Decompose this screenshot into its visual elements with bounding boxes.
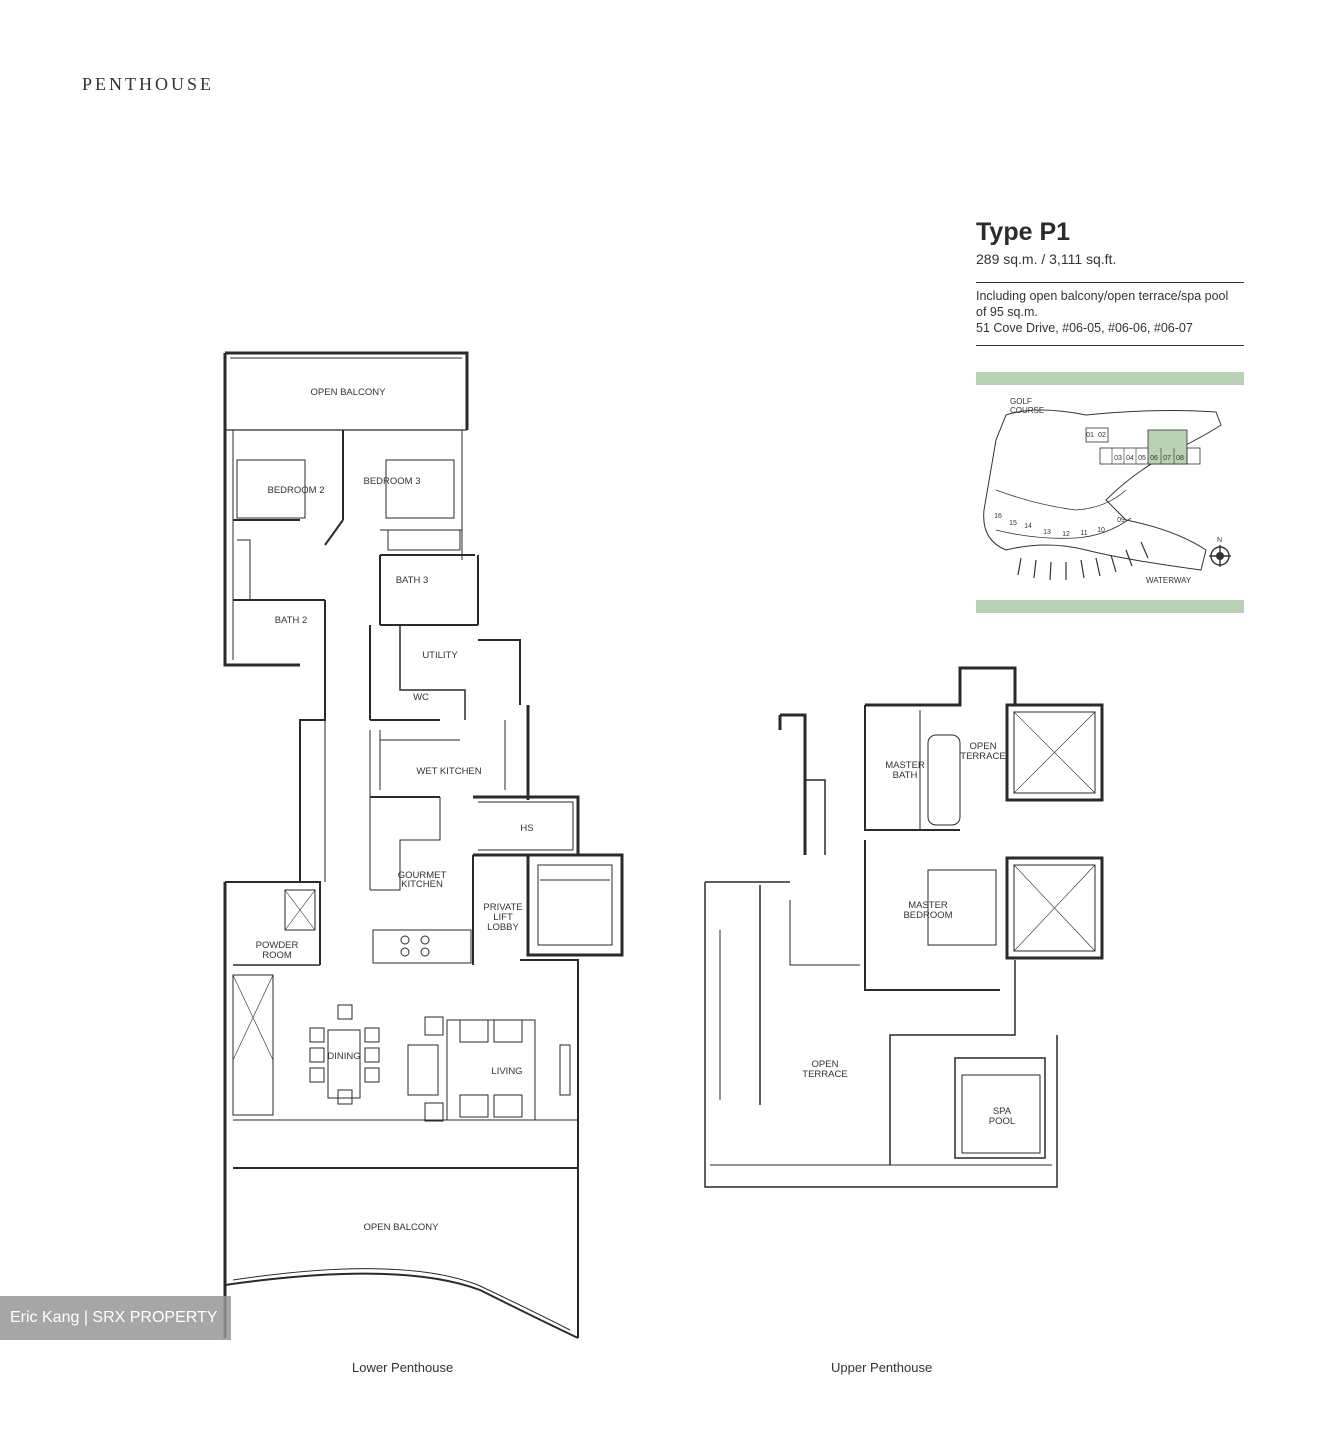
keyplan-unit-11: 11 <box>1080 530 1087 537</box>
label-bath-2: BATH 2 <box>275 615 308 626</box>
label-gourmet-1: GOURMET <box>398 870 447 881</box>
keyplan-unit-13: 13 <box>1043 529 1051 536</box>
keyplan-unit-08: 08 <box>1176 455 1184 462</box>
keyplan-unit-06: 06 <box>1150 455 1158 462</box>
lower-penthouse-caption: Lower Penthouse <box>352 1360 454 1375</box>
label-private-1: PRIVATE <box>483 902 522 913</box>
keyplan-unit-15: 15 <box>1009 520 1017 527</box>
label-open-terrace-small-2: TERRACE <box>960 751 1005 762</box>
label-wc: WC <box>413 692 429 703</box>
keyplan-unit-10: 10 <box>1097 527 1105 534</box>
label-dining: DINING <box>327 1051 360 1062</box>
label-bedroom-3: BEDROOM 3 <box>363 476 420 487</box>
svg-text:N: N <box>1217 537 1222 544</box>
label-living: LIVING <box>491 1066 522 1077</box>
label-master-bath-1: MASTER <box>885 760 925 771</box>
label-bath-3: BATH 3 <box>396 575 429 586</box>
description-line-2: of 95 sq.m. <box>976 305 1038 319</box>
label-open-balcony-bottom: OPEN BALCONY <box>364 1222 440 1233</box>
label-utility: UTILITY <box>422 650 458 661</box>
keyplan-unit-14: 14 <box>1024 523 1032 530</box>
divider-bottom <box>976 345 1244 346</box>
top-unit-labels: 01 02 03 04 05 06 07 08 <box>1086 432 1184 462</box>
label-powder-1: POWDER <box>256 940 299 951</box>
unit-area: 289 sq.m. / 3,111 sq.ft. <box>976 251 1117 267</box>
keyplan-unit-02: 02 <box>1098 432 1106 439</box>
keyplan-bottom-bar <box>976 600 1244 613</box>
divider-top <box>976 282 1244 283</box>
label-wet-kitchen: WET KITCHEN <box>416 766 481 777</box>
keyplan-unit-09: 09 <box>1117 517 1125 524</box>
label-master-bedroom-2: BEDROOM <box>903 910 952 921</box>
label-spa-1: SPA <box>993 1106 1012 1117</box>
label-master-bath-2: BATH <box>893 770 918 781</box>
label-spa-2: POOL <box>989 1116 1015 1127</box>
top-block <box>1085 427 1201 465</box>
waterway-label: WATERWAY <box>1146 576 1192 585</box>
label-open-terrace-small-1: OPEN <box>970 741 997 752</box>
lower-penthouse-plan <box>223 351 624 1339</box>
label-gourmet-2: KITCHEN <box>401 879 443 890</box>
upper-penthouse-caption: Upper Penthouse <box>831 1360 933 1375</box>
label-open-balcony-top: OPEN BALCONY <box>311 387 387 398</box>
label-private-2: LIFT <box>493 912 513 923</box>
golf-label-2: COURSE <box>1010 406 1044 415</box>
upper-penthouse-plan <box>704 666 1104 1188</box>
description-line-1: Including open balcony/open terrace/spa … <box>976 289 1229 303</box>
label-hs: HS <box>520 823 533 834</box>
label-private-3: LOBBY <box>487 922 519 933</box>
unit-type-title: Type P1 <box>976 218 1071 246</box>
label-bedroom-2: BEDROOM 2 <box>267 485 324 496</box>
keyplan-unit-01: 01 <box>1086 432 1094 439</box>
highlighted-units <box>1147 429 1188 465</box>
keyplan-unit-12: 12 <box>1062 531 1070 538</box>
bottom-unit-labels: 09 10 11 12 13 14 15 16 <box>994 513 1125 538</box>
label-open-terrace-1: OPEN <box>812 1059 839 1070</box>
unit-address: 51 Cove Drive, #06-05, #06-06, #06-07 <box>976 321 1193 335</box>
page-title: PENTHOUSE <box>82 74 215 94</box>
label-master-bedroom-1: MASTER <box>908 900 948 911</box>
keyplan-unit-04: 04 <box>1126 455 1134 462</box>
watermark: Eric Kang | SRX PROPERTY <box>0 1296 231 1340</box>
label-powder-2: ROOM <box>262 950 292 961</box>
keyplan-unit-16: 16 <box>994 513 1002 520</box>
north-compass-icon: N <box>1209 537 1231 567</box>
keyplan-unit-07: 07 <box>1163 455 1171 462</box>
unit-description: Including open balcony/open terrace/spa … <box>976 288 1228 336</box>
golf-label-1: GOLF <box>1010 397 1032 406</box>
keyplan-unit-05: 05 <box>1138 455 1146 462</box>
key-plan: GOLF COURSE 01 02 03 04 05 06 07 08 09 10 11 12 13 1… <box>983 397 1231 585</box>
label-open-terrace-2: TERRACE <box>802 1069 847 1080</box>
keyplan-unit-03: 03 <box>1114 455 1122 462</box>
keyplan-top-bar <box>976 372 1244 385</box>
